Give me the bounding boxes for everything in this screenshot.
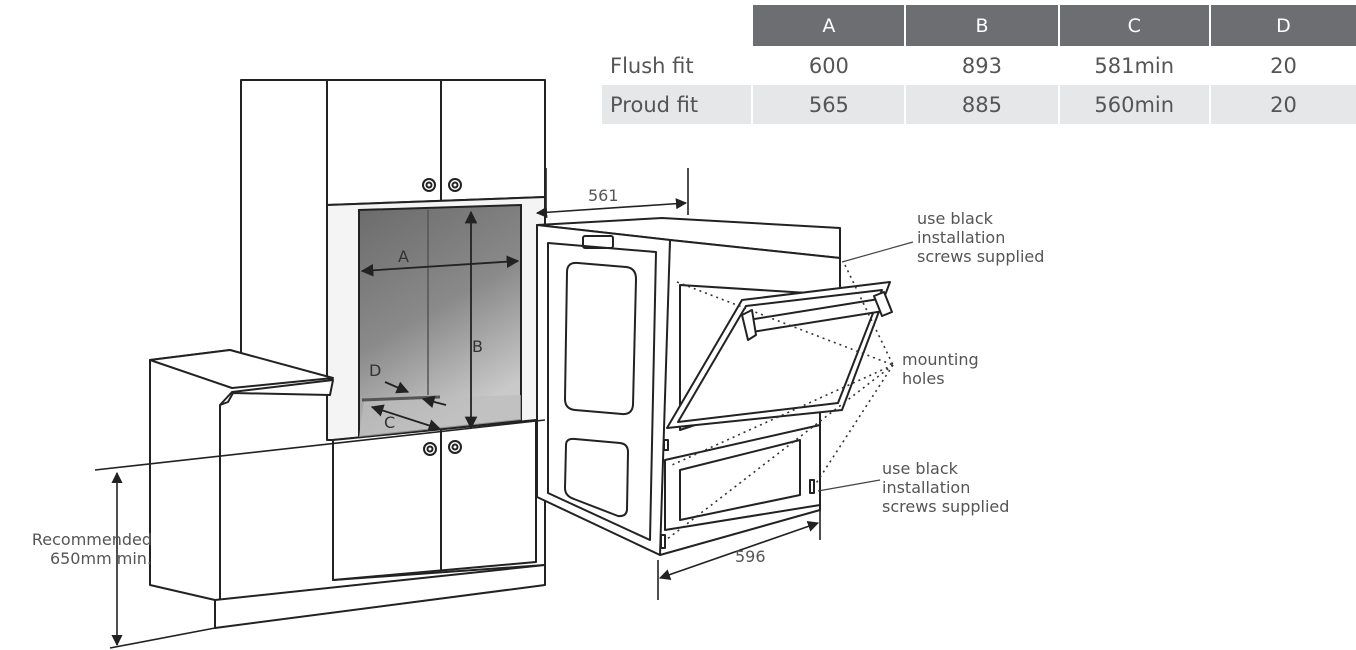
recommended-line-2: 650mm min. [49,549,152,568]
dimension-arrows [360,210,520,432]
height-dimension [94,419,546,649]
cell-d: 20 [1208,85,1356,124]
cell-c: 560min [1057,85,1209,124]
screws-top-label: use black installation screws supplied [917,209,1044,266]
screws-bottom-line-2: installation [882,478,971,497]
depth-dimension-label: 561 [588,186,619,205]
oven-appliance [536,217,893,556]
header-b: B [904,5,1058,46]
header-c: C [1057,5,1209,46]
screws-bottom-label: use black installation screws supplied [882,459,1009,516]
mounting-hole-guides [665,264,894,541]
dim-561-arrow [535,198,688,218]
door-knobs [422,178,462,456]
width-dimension-label: 596 [735,547,766,566]
table-row: Flush fit 600 893 581min 20 [602,46,1356,85]
row-label: Flush fit [610,53,694,78]
mounting-line-1: mounting [902,350,979,369]
cell-a: 600 [751,46,904,85]
screws-top-line-3: screws supplied [917,247,1045,266]
recommended-line-1: Recommended [31,530,152,549]
dim-d-arrow-2 [421,395,447,408]
leader-lines [817,241,914,492]
mounting-holes-label: mounting holes [902,350,979,388]
dim-596-arrow [658,521,820,580]
screws-top-line-2: installation [917,228,1006,247]
screws-bottom-line-1: use black [882,459,958,478]
header-blank-cell [602,5,751,46]
cell-b: 885 [904,85,1058,124]
screws-top-line-1: use black [917,209,993,228]
fit-dimensions-table: A B C D Flush fit 600 893 581min 20 Prou… [602,5,1356,124]
cell-b: 893 [904,46,1057,85]
cell-d: 20 [1208,46,1356,85]
header-a: A [751,5,905,46]
cell-c: 581min [1057,46,1209,85]
mounting-line-2: holes [902,369,945,388]
screws-bottom-line-3: screws supplied [882,497,1010,516]
label-d: D [369,361,381,380]
row-label: Proud fit [602,85,752,124]
overall-dimension-lines [535,168,821,600]
label-c: C [384,413,395,432]
header-d: D [1208,5,1356,46]
dim-c-arrow [370,404,442,432]
recommended-height-label: Recommended 650mm min. [6,530,152,568]
dim-d-arrow-1 [384,381,410,394]
table-header-row: A B C D [602,5,1356,46]
label-a: A [398,247,409,266]
table-row: Proud fit 565 885 560min 20 [602,85,1356,124]
dim-a-arrow [360,255,520,277]
cell-a: 565 [751,85,905,124]
label-b: B [472,337,483,356]
